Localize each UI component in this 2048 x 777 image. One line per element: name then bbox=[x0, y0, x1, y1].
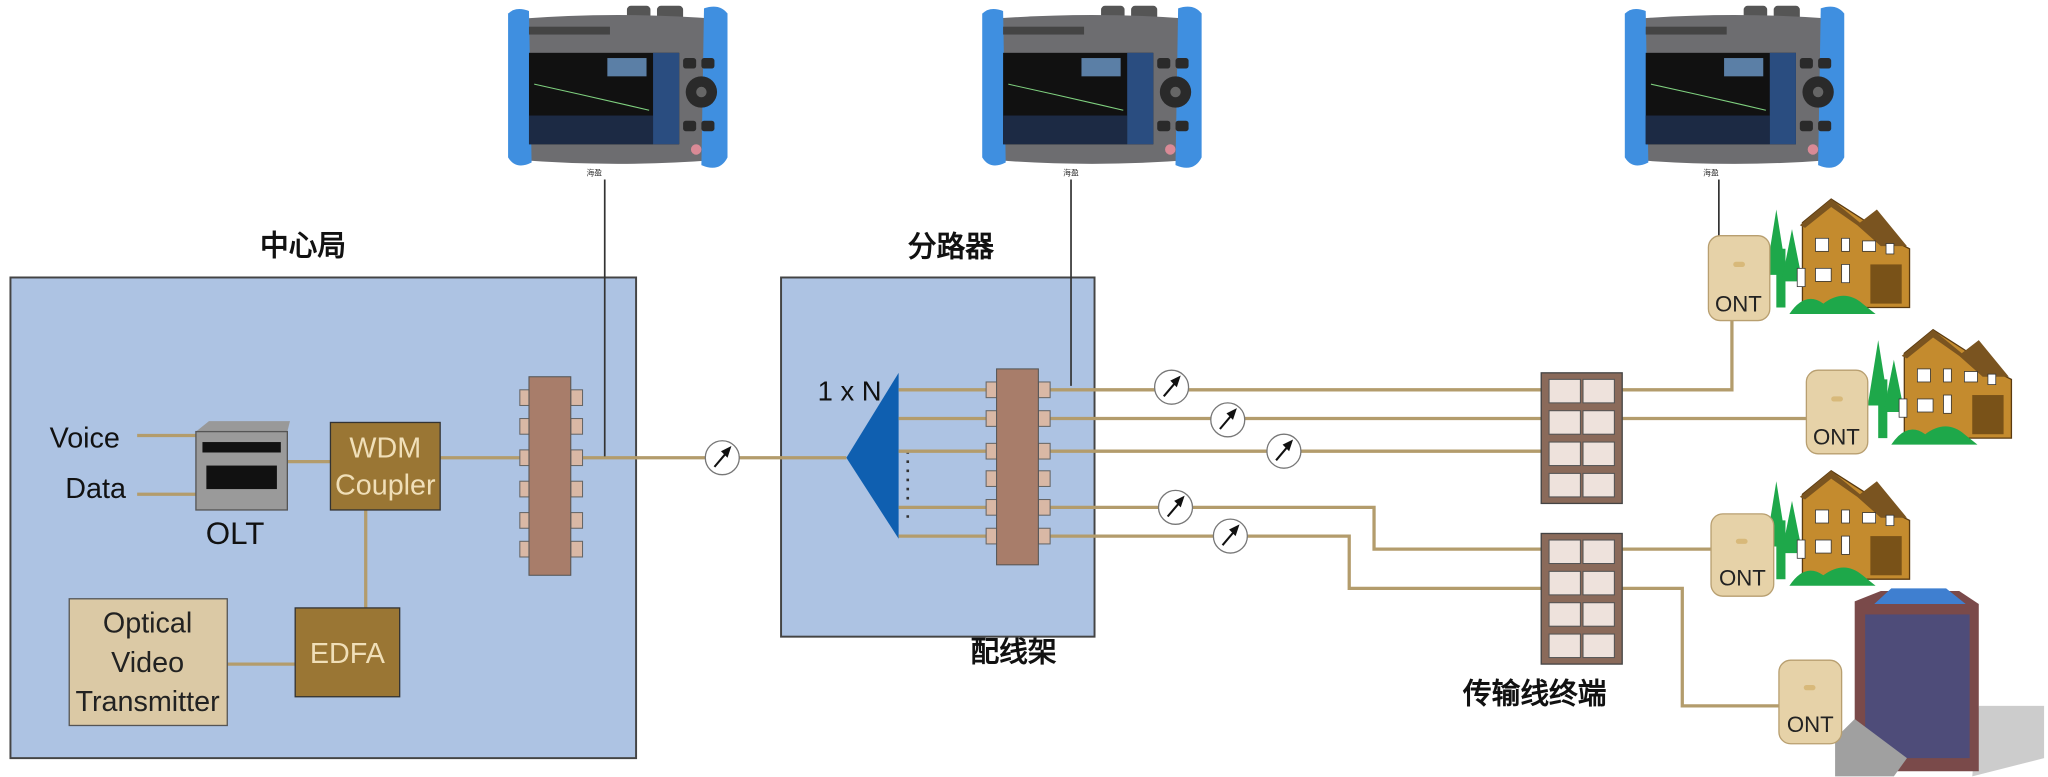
splitter-title: 分路器 bbox=[908, 230, 994, 264]
voice-input-label: Voice bbox=[50, 422, 120, 454]
wdm-label-line2: Coupler bbox=[335, 469, 436, 501]
ont-2: ONT bbox=[1805, 369, 1869, 455]
olt-label: OLT bbox=[206, 516, 265, 551]
line-terminal-title: 传输线终端 bbox=[1462, 676, 1607, 710]
distribution-fibers bbox=[898, 320, 1807, 708]
video-tx-label-line1: Optical bbox=[103, 608, 192, 640]
fiber-connector-icon bbox=[1265, 433, 1302, 470]
fiber-connector-icon bbox=[704, 439, 741, 476]
fiber-connector-icon bbox=[1157, 489, 1194, 526]
otdr-caption: 海盈 bbox=[1063, 168, 1079, 178]
ont-4: ONT bbox=[1778, 659, 1843, 745]
video-tx-label-line2: Video bbox=[111, 647, 184, 679]
video-tx-label-line3: Transmitter bbox=[76, 686, 221, 718]
otdr-device-icon bbox=[976, 0, 1207, 173]
data-input-label: Data bbox=[65, 473, 126, 505]
ont-label: ONT bbox=[1813, 425, 1860, 450]
house-icon bbox=[1765, 198, 1911, 315]
optical-video-transmitter: Optical Video Transmitter bbox=[68, 598, 228, 727]
ont-label: ONT bbox=[1787, 712, 1834, 737]
fiber-connector-icon bbox=[1209, 401, 1246, 438]
otdr-device-central: 海盈 bbox=[502, 0, 733, 178]
otdr-caption: 海盈 bbox=[586, 168, 602, 178]
ont-3: ONT bbox=[1710, 513, 1775, 597]
ont-label: ONT bbox=[1719, 566, 1766, 591]
fiber-connector-icon bbox=[1153, 369, 1190, 406]
central-office-links bbox=[137, 433, 847, 666]
central-patch-panel bbox=[519, 376, 584, 576]
wdm-label-line1: WDM bbox=[349, 433, 421, 465]
office-building-icon bbox=[1835, 588, 2045, 777]
central-office-title: 中心局 bbox=[260, 228, 346, 262]
otdr-caption: 海盈 bbox=[1703, 168, 1719, 178]
house-icon bbox=[1765, 470, 1911, 587]
otdr-device-customer: 海盈 bbox=[1619, 0, 1850, 178]
wdm-coupler: WDM Coupler bbox=[329, 421, 441, 511]
line-terminal-panel-2 bbox=[1540, 532, 1623, 665]
house-icon bbox=[1867, 329, 2013, 446]
distribution-frame-title: 配线架 bbox=[970, 634, 1056, 668]
otdr-device-icon bbox=[502, 0, 733, 173]
olt: OLT bbox=[195, 421, 290, 551]
edfa-label: EDFA bbox=[310, 638, 386, 670]
splitter-triangle-icon bbox=[846, 372, 899, 539]
line-terminal-panel-1 bbox=[1540, 372, 1623, 505]
splitter-patch-panel bbox=[985, 368, 1051, 566]
edfa: EDFA bbox=[294, 607, 401, 698]
ont-label: ONT bbox=[1715, 291, 1762, 316]
splitter-ratio-label: 1 x N bbox=[818, 375, 882, 406]
fiber-connector-icon bbox=[1212, 518, 1249, 555]
otdr-device-icon bbox=[1619, 0, 1850, 173]
otdr-device-splitter: 海盈 bbox=[976, 0, 1207, 178]
ont-1: ONT bbox=[1707, 235, 1771, 322]
